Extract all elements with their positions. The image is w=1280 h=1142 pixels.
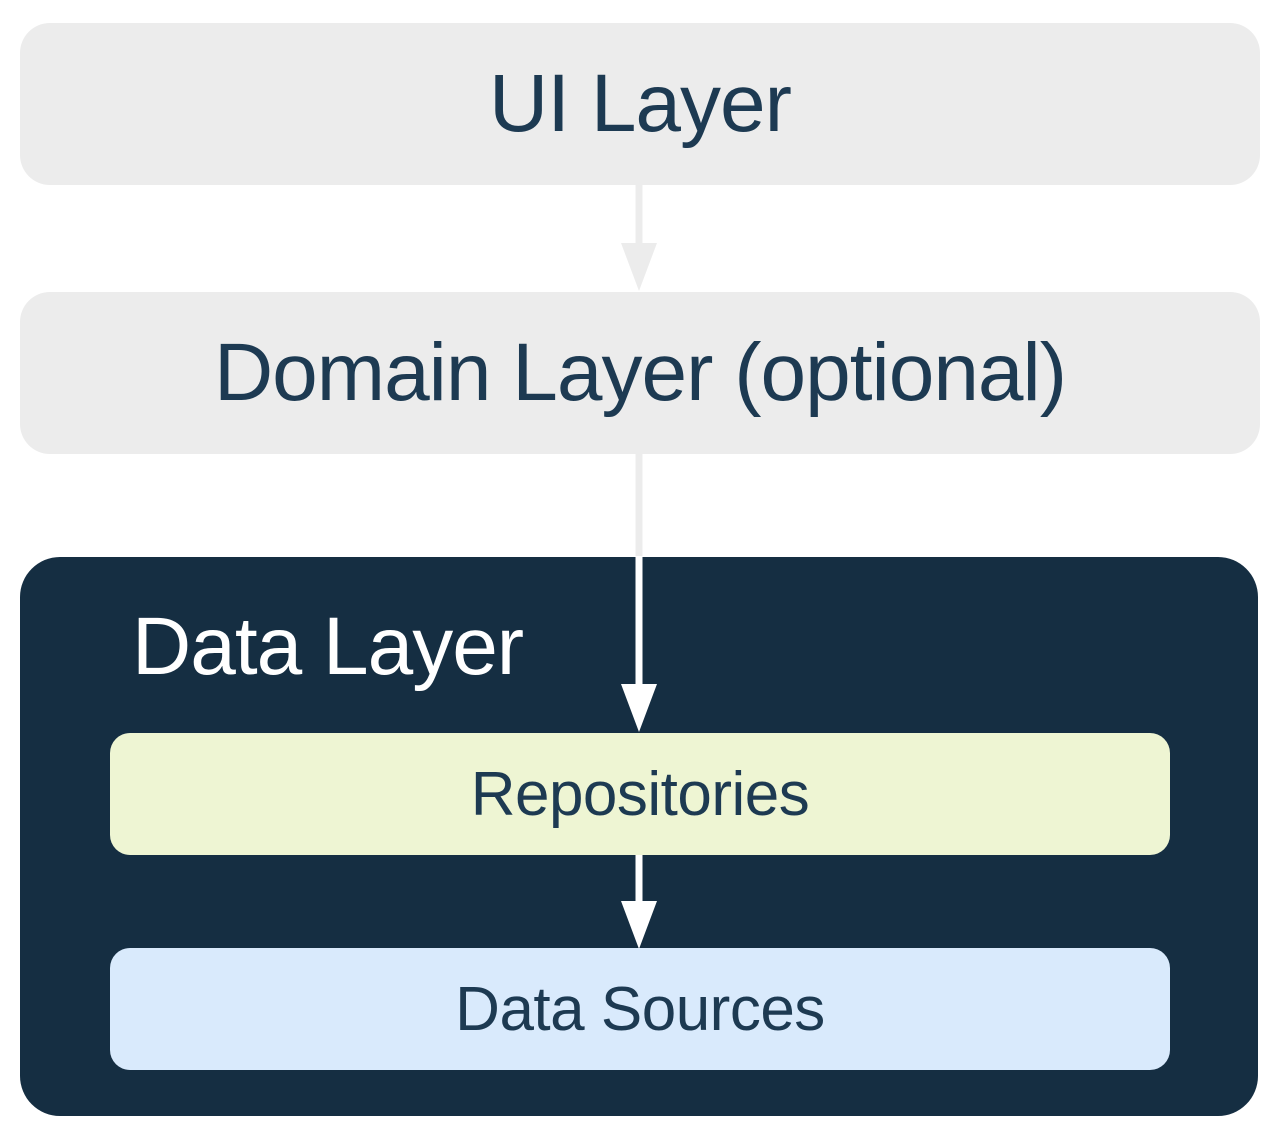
repositories-label: Repositories [470, 759, 810, 829]
ui-layer-box: UI Layer [20, 23, 1260, 185]
domain-layer-box: Domain Layer (optional) [20, 292, 1260, 454]
repositories-box: Repositories [110, 733, 1170, 855]
ui-layer-label: UI Layer [489, 58, 792, 149]
data-layer-label: Data Layer [132, 601, 524, 692]
data-layer-box: Data Layer Repositories Data Sources [20, 557, 1258, 1116]
arrow-line [635, 453, 643, 557]
data-sources-box: Data Sources [110, 948, 1170, 1070]
arrow-head-icon [621, 243, 657, 291]
arrow-ui-to-domain [621, 185, 657, 291]
arrow-line [635, 185, 643, 245]
domain-layer-label: Domain Layer (optional) [213, 327, 1067, 418]
data-sources-label: Data Sources [455, 974, 825, 1044]
